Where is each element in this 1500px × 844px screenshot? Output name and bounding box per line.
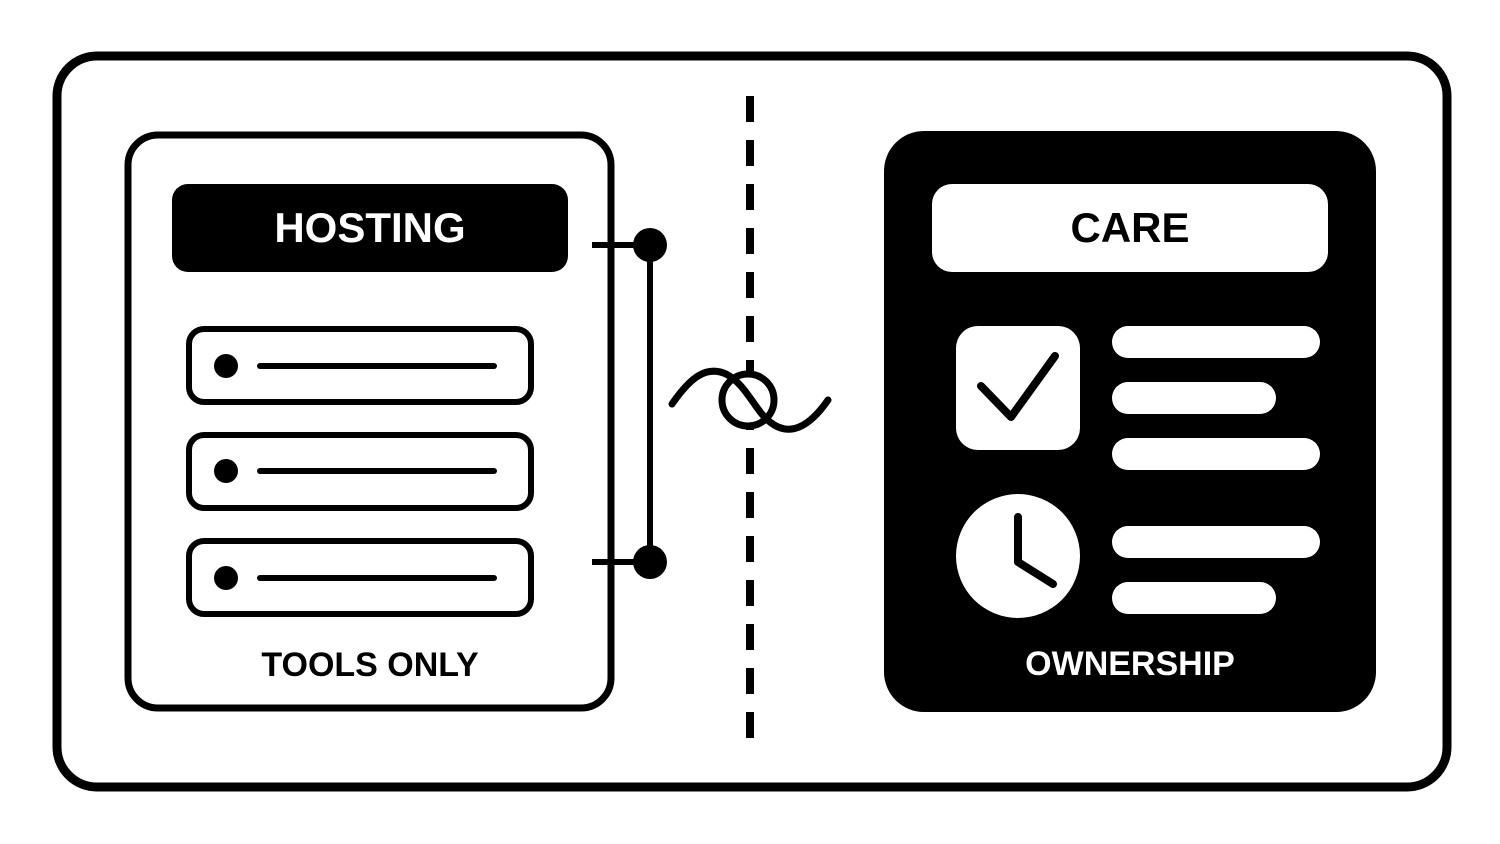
hosting-header xyxy=(172,184,568,272)
hosting-caption: TOOLS ONLY xyxy=(261,646,479,684)
care-line xyxy=(1112,438,1320,470)
tangle-knot-icon xyxy=(668,367,832,433)
care-line xyxy=(1112,326,1320,358)
server-row-icon xyxy=(186,432,534,511)
clock-icon xyxy=(956,494,1080,618)
care-header xyxy=(932,184,1328,272)
care-line xyxy=(1112,382,1276,414)
care-panel: CARE OWNERSHIP xyxy=(884,131,1376,712)
care-caption: OWNERSHIP xyxy=(1025,645,1235,683)
server-row-icon xyxy=(186,326,534,405)
hosting-panel: HOSTING TOOLS ONLY xyxy=(124,131,615,712)
care-line xyxy=(1112,582,1276,614)
checkmark-icon xyxy=(956,326,1080,450)
care-title: CARE xyxy=(1070,204,1189,251)
care-line xyxy=(1112,526,1320,558)
bracket-connector-icon xyxy=(592,228,667,579)
server-row-icon xyxy=(186,538,534,617)
hosting-title: HOSTING xyxy=(274,204,465,251)
